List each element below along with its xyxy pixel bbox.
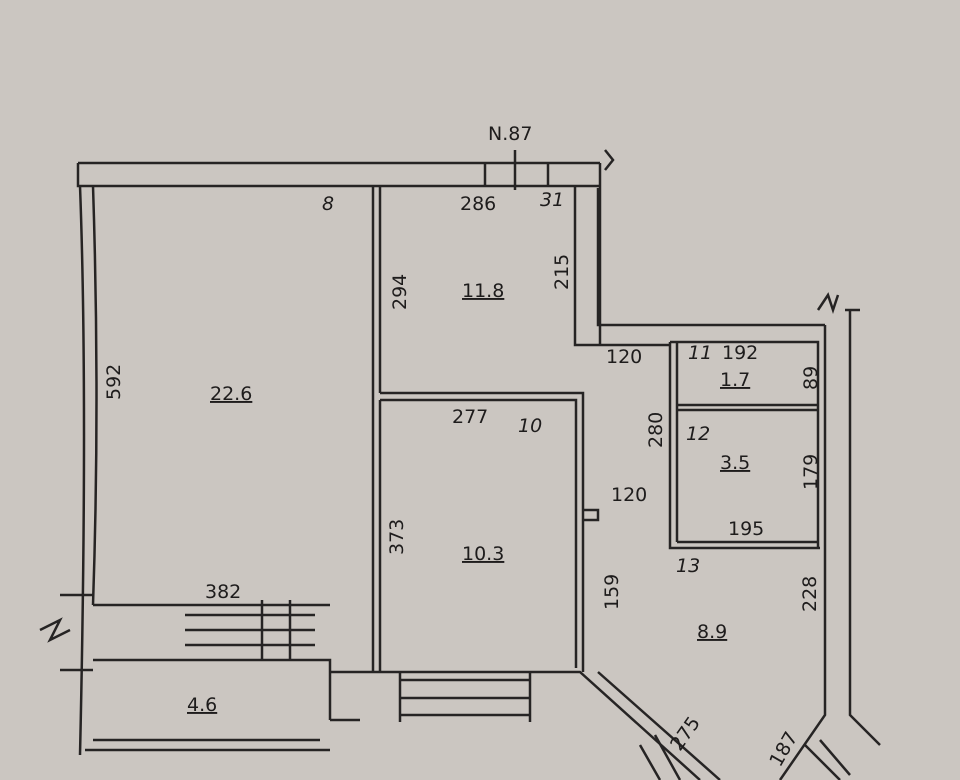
apartment-number-label: N.87 <box>488 123 532 145</box>
room-number: 8 <box>322 193 334 215</box>
room-number: 10 <box>518 415 542 437</box>
dimension-label: 179 <box>800 454 822 490</box>
dimension-label: 159 <box>601 574 623 610</box>
room-number: 31 <box>540 189 564 211</box>
dimension-label: 294 <box>389 274 411 310</box>
dimension-label: 187 <box>765 728 802 770</box>
dimension-label: 277 <box>452 406 488 428</box>
dimension-label: 382 <box>205 581 241 603</box>
dimension-label: 89 <box>800 366 822 390</box>
dimension-label: 120 <box>606 346 642 368</box>
room-number: 11 <box>688 342 712 364</box>
room-number: 12 <box>686 423 710 445</box>
dimension-label: 286 <box>460 193 496 215</box>
room-area: 3.5 <box>720 452 750 474</box>
dimension-label: 195 <box>728 518 764 540</box>
dimension-label: 215 <box>551 254 573 290</box>
dimension-label: 228 <box>799 576 821 612</box>
dimension-label: 373 <box>386 519 408 555</box>
room-area: 8.9 <box>697 621 727 643</box>
dimension-label: 120 <box>611 484 647 506</box>
room-area: 11.8 <box>462 280 504 302</box>
room-area: 10.3 <box>462 543 504 565</box>
dimension-label: 592 <box>103 364 125 400</box>
walls <box>39 149 881 780</box>
room-area: 1.7 <box>720 369 750 391</box>
dimension-label: 192 <box>722 342 758 364</box>
room-area: 22.6 <box>210 383 252 405</box>
room-number: 13 <box>676 555 700 577</box>
balcony-area: 4.6 <box>187 694 217 716</box>
dimension-label: 280 <box>645 412 667 448</box>
dimension-label: 275 <box>666 713 705 755</box>
